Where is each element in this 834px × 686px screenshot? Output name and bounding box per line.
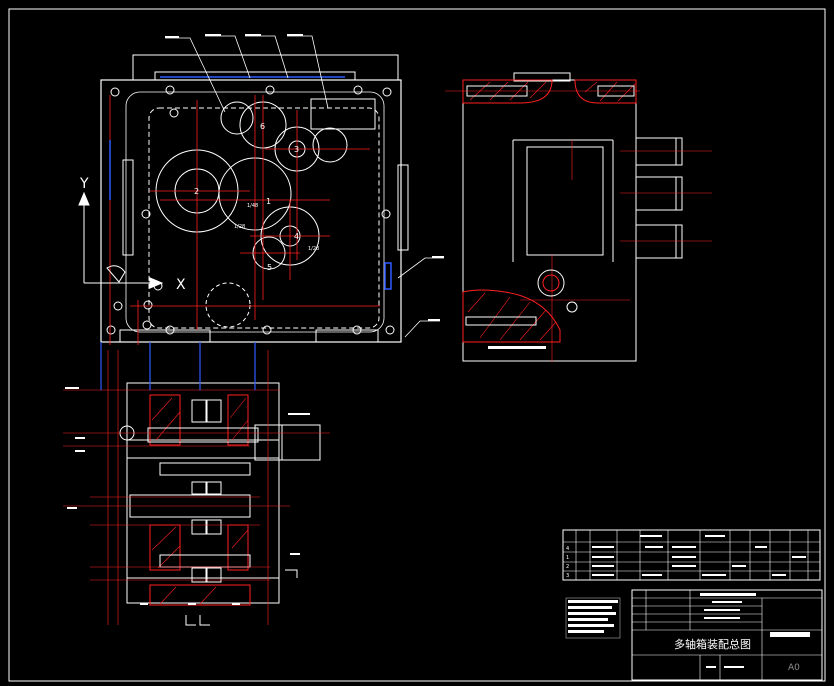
parts-row-2: 2 <box>566 564 569 570</box>
parts-row-3: 3 <box>566 573 569 579</box>
leader-tags <box>165 34 444 321</box>
shaft-label-5: 5 <box>267 263 272 272</box>
sheet-size: A0 <box>788 663 800 673</box>
gear-note-3: 1/28 <box>308 246 319 252</box>
section-hatch-lines <box>151 397 249 605</box>
foot-left <box>119 329 211 343</box>
axis-arrows <box>78 191 164 289</box>
foot-right <box>315 329 379 343</box>
title-cell-marks <box>700 593 810 668</box>
leaders <box>165 35 444 338</box>
parts-row-4: 4 <box>566 546 569 552</box>
section-tags <box>65 387 310 605</box>
hatch-top-left <box>462 79 553 104</box>
section-housing <box>126 382 280 604</box>
hatch-lines-top <box>469 81 636 102</box>
parts-list-grid <box>563 530 820 580</box>
blue-marks <box>109 76 392 290</box>
inner-wall <box>125 91 385 333</box>
mid-shaft <box>159 462 251 476</box>
shaft-label-3: 3 <box>294 145 299 154</box>
gear-note-2: 1/28 <box>234 224 245 230</box>
top-rib <box>154 71 356 81</box>
shaft-label-4: 4 <box>294 232 299 241</box>
section-centerlines <box>63 350 330 625</box>
bearing-blocks <box>191 399 222 583</box>
pump-box <box>310 98 376 130</box>
hatch-bottom <box>462 289 561 343</box>
technical-notes-lines <box>568 600 618 633</box>
title-frame <box>631 589 823 681</box>
section-view <box>63 342 330 626</box>
title-block: 多轴箱装配总图 A0 <box>565 589 823 681</box>
parts-list-frame <box>562 529 821 581</box>
shaft-label-6: 6 <box>260 122 265 131</box>
output-spindles <box>635 137 683 259</box>
shaft-label-1: 1 <box>266 197 271 206</box>
section-dim-lines <box>100 342 256 390</box>
shaft-label-2: 2 <box>194 187 199 196</box>
gear-small-a <box>220 101 254 135</box>
parts-list: 1 2 3 4 <box>562 529 821 581</box>
sheet-border <box>8 8 826 682</box>
centerlines <box>109 95 380 345</box>
motor-stub <box>254 424 321 461</box>
inner-cavity <box>148 107 380 329</box>
housing-outline <box>100 79 402 343</box>
hatch-top-right <box>574 79 637 104</box>
section-hatch-4 <box>227 524 249 571</box>
notes-box <box>565 597 621 639</box>
drain-plug-inner <box>542 274 560 292</box>
side-caption-bar <box>488 346 546 349</box>
low-shaft <box>159 554 251 568</box>
bolt-holes <box>106 85 395 335</box>
spindle-centerlines <box>520 140 712 362</box>
section-hatch-2 <box>227 394 249 446</box>
side-view <box>445 72 712 362</box>
gear-lower <box>205 282 251 328</box>
section-hatch-5 <box>149 584 251 606</box>
section-hatch-1 <box>149 394 181 446</box>
parts-list-cell-marks <box>592 535 806 576</box>
sensor-bracket <box>106 265 126 283</box>
side-bolt <box>566 301 578 313</box>
bottom-shaft <box>465 316 537 326</box>
left-boss <box>122 159 134 256</box>
drain-plug <box>537 269 565 297</box>
side-cap <box>513 72 571 82</box>
gear-note-1: 1/48 <box>247 203 258 209</box>
drawing-title: 多轴箱装配总图 <box>674 637 751 651</box>
side-window <box>526 146 604 256</box>
title-grid <box>632 590 822 680</box>
front-view: Y X 2 1 3 4 5 6 1/48 1/28 1/28 <box>78 34 444 345</box>
upper-shaft <box>147 427 259 443</box>
side-housing <box>462 79 637 362</box>
gear-small-b <box>312 127 348 163</box>
right-boss <box>397 164 409 251</box>
x-axis-label: X <box>176 277 186 293</box>
y-axis-label: Y <box>79 176 89 192</box>
parts-row-1: 1 <box>566 555 569 561</box>
